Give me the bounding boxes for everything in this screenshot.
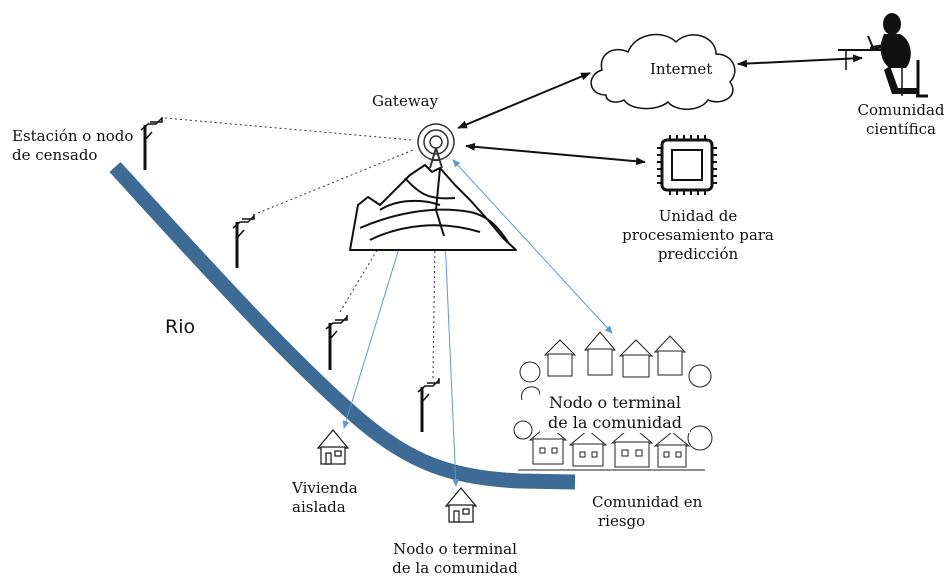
sensor-pole-icon bbox=[325, 315, 348, 370]
wireless-link-community bbox=[452, 159, 613, 334]
river-label: Rio bbox=[165, 316, 196, 338]
processing-unit-label: Unidad de procesamiento para predicción bbox=[600, 207, 796, 264]
antenna-tower-icon bbox=[417, 123, 455, 169]
house-icon bbox=[316, 429, 350, 465]
sensor-links bbox=[164, 117, 437, 379]
home-terminal-label: Nodo o terminal de la comunidad bbox=[385, 540, 525, 578]
community-at-risk-label: Comunidad en riesgo bbox=[592, 493, 702, 531]
isolated-home-line-1: Vivienda bbox=[292, 479, 358, 497]
scientific-community-line-2: científica bbox=[866, 120, 936, 138]
backbone-links bbox=[457, 54, 863, 166]
gateway-label: Gateway bbox=[372, 92, 439, 110]
river bbox=[109, 161, 576, 490]
sensor-station-line-2: de censado bbox=[12, 146, 98, 164]
community-terminal-line-2: de la comunidad bbox=[547, 413, 683, 432]
gateway-internet-arrow bbox=[457, 72, 591, 129]
community-at-risk-line-2: riesgo bbox=[598, 512, 646, 530]
sensor-pole-icon bbox=[140, 117, 163, 170]
home-terminal-line-1: Nodo o terminal bbox=[393, 540, 517, 558]
isolated-home-line-2: aislada bbox=[292, 498, 346, 516]
community-terminal-line-1: Nodo o terminal bbox=[548, 393, 682, 412]
isolated-home-label: Vivienda aislada bbox=[292, 479, 358, 517]
internet-label: Internet bbox=[650, 60, 713, 78]
cloud-icon bbox=[590, 33, 736, 110]
home-terminal-line-2: de la comunidad bbox=[392, 559, 518, 577]
processing-unit-line-2: procesamiento para bbox=[622, 226, 774, 244]
sensor-station-line-1: Estación o nodo bbox=[12, 127, 134, 145]
internet-community-arrow bbox=[737, 54, 863, 68]
sensor-pole-icon bbox=[417, 378, 440, 432]
scientific-community-line-1: Comunidad bbox=[857, 101, 945, 119]
community-at-risk-line-1: Comunidad en bbox=[592, 493, 703, 511]
village-icon bbox=[513, 331, 713, 471]
sensor-link-1 bbox=[164, 117, 413, 141]
sensor-station-label: Estación o nodo de censado bbox=[12, 127, 133, 165]
cpu-chip-icon bbox=[657, 135, 717, 195]
gateway-processor-arrow bbox=[465, 142, 646, 166]
processing-unit-line-3: predicción bbox=[657, 245, 739, 263]
community-terminal-label: Nodo o terminal de la comunidad bbox=[540, 393, 690, 433]
house-icon bbox=[444, 487, 478, 523]
mountain-icon bbox=[349, 164, 517, 251]
processing-unit-line-1: Unidad de bbox=[658, 207, 738, 225]
scientific-community-label: Comunidad científica bbox=[856, 101, 946, 139]
person-at-computer-icon bbox=[838, 13, 928, 98]
sensor-pole-icon bbox=[232, 214, 255, 268]
